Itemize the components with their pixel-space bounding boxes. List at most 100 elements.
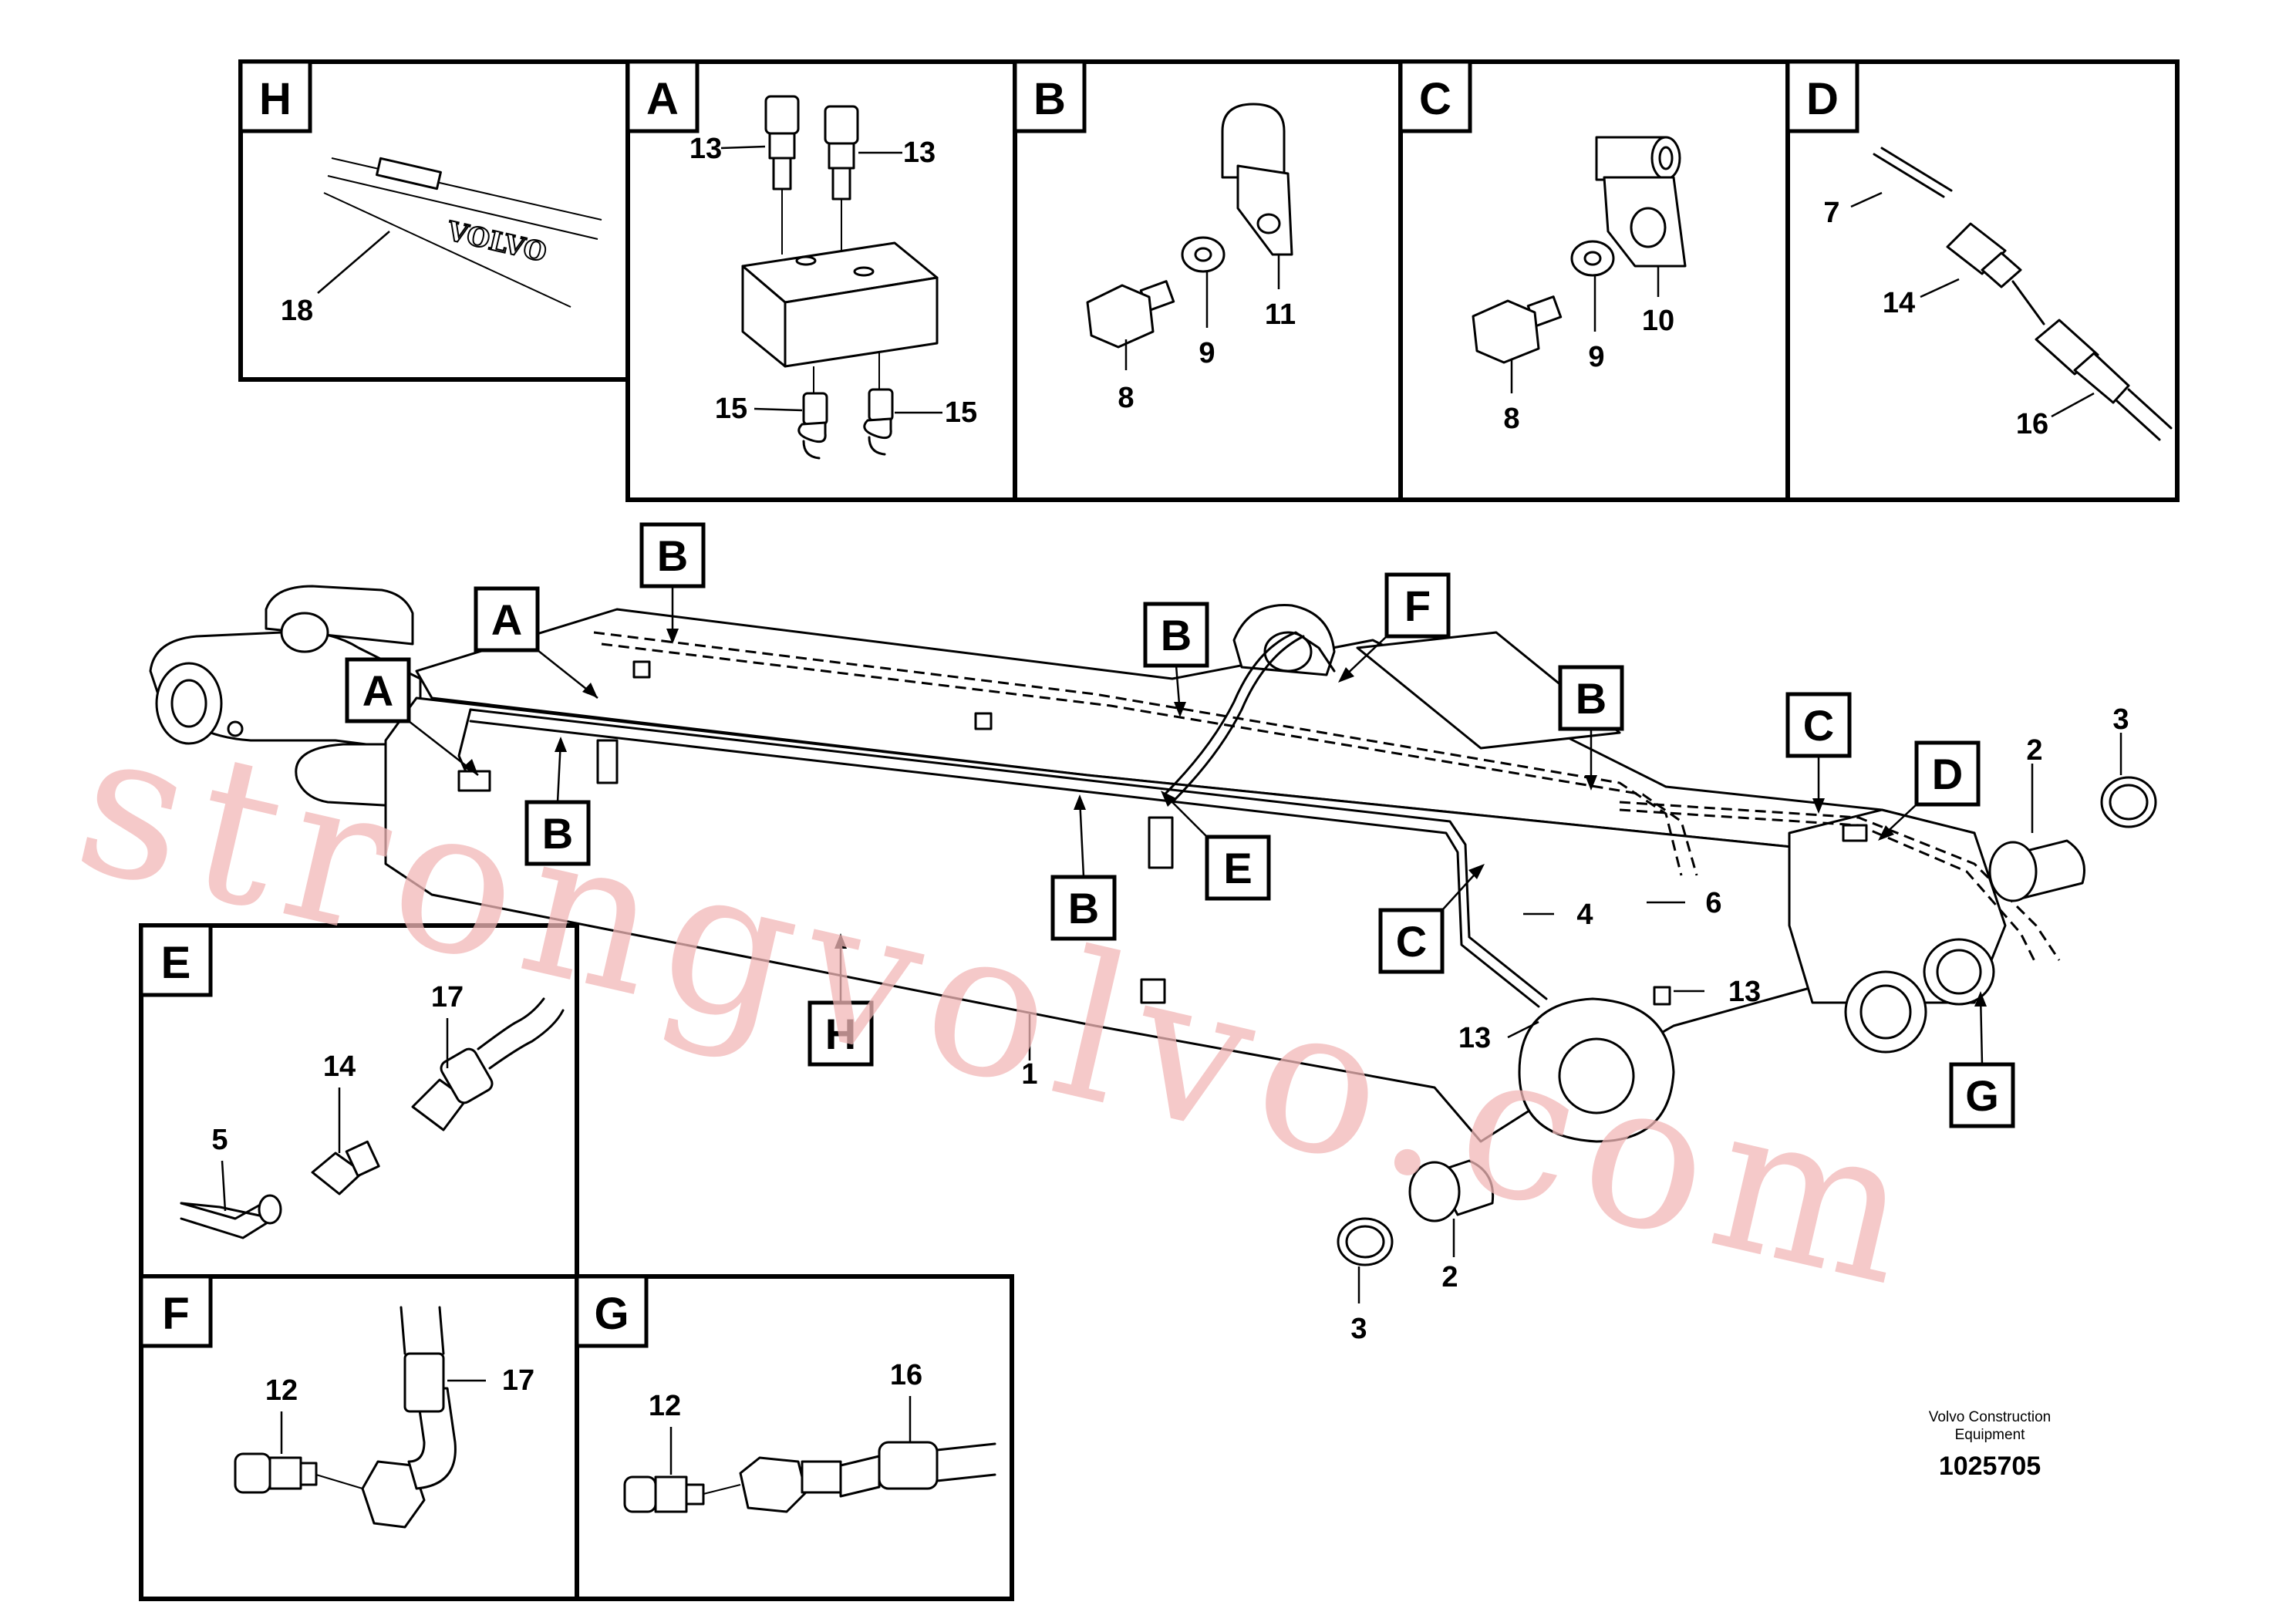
hose-end-16 bbox=[2035, 319, 2130, 404]
part-number-label: 12 bbox=[265, 1374, 298, 1407]
bushing-2-bottom bbox=[1408, 1159, 1495, 1222]
hose-end-16 bbox=[739, 1441, 996, 1513]
part-number-label: 8 bbox=[1503, 403, 1519, 435]
callout-c-right: C bbox=[1785, 692, 1852, 814]
part-number-label: 11 bbox=[1265, 298, 1296, 331]
detail-d-letter: D bbox=[1806, 74, 1839, 124]
detail-f-letter: F bbox=[162, 1289, 189, 1339]
svg-text:G: G bbox=[1965, 1071, 1999, 1120]
callout-e: E bbox=[1161, 791, 1271, 901]
svg-text:F: F bbox=[1404, 582, 1431, 630]
part-number-label: 5 bbox=[211, 1124, 228, 1156]
detail-view-b: B 8 9 11 bbox=[1013, 59, 1403, 502]
svg-text:C: C bbox=[1396, 917, 1427, 966]
document-number: 1025705 bbox=[1939, 1452, 2041, 1481]
callout-g: G bbox=[1949, 991, 2015, 1128]
callout-a-left: A bbox=[345, 657, 479, 776]
detail-view-g: G 12 16 bbox=[575, 1274, 1014, 1601]
svg-text:C: C bbox=[1803, 701, 1834, 750]
callout-b-left: B bbox=[524, 737, 591, 866]
detail-e-letter: E bbox=[161, 938, 191, 988]
part-number-label: 16 bbox=[890, 1359, 922, 1391]
detail-b-letter: B bbox=[1033, 74, 1066, 124]
fitting-13-left bbox=[764, 95, 800, 191]
svg-text:B: B bbox=[542, 809, 573, 858]
part-number-label: 6 bbox=[1705, 887, 1721, 919]
callout-f: F bbox=[1338, 572, 1451, 683]
publisher-line-1: Volvo Construction bbox=[1929, 1409, 2051, 1425]
detail-view-c: C 8 9 10 bbox=[1398, 59, 1790, 502]
svg-text:B: B bbox=[657, 531, 688, 580]
part-number-label: 3 bbox=[2112, 703, 2129, 736]
callout-b-right: B bbox=[1558, 665, 1624, 791]
part-number-label: 4 bbox=[1576, 899, 1593, 931]
callout-h: H bbox=[807, 933, 874, 1067]
svg-text:B: B bbox=[1161, 611, 1192, 659]
detail-view-a: A bbox=[625, 59, 1017, 502]
svg-text:E: E bbox=[1223, 844, 1252, 892]
callout-b-middle: B bbox=[1050, 794, 1117, 941]
fitting-15-right bbox=[863, 388, 894, 456]
callout-tags: A A B B B B bbox=[345, 522, 2015, 1128]
callout-c-middle: C bbox=[1378, 864, 1485, 974]
detail-view-d: D 7 14 16 bbox=[1785, 59, 2180, 502]
svg-text:H: H bbox=[825, 1010, 856, 1058]
svg-text:A: A bbox=[362, 666, 393, 715]
part-number-label: 18 bbox=[281, 295, 313, 327]
fitting-12 bbox=[234, 1452, 318, 1494]
boom-assembly bbox=[149, 585, 2061, 1143]
main-part-labels: 1 2 2 3 3 4 6 13 13 bbox=[1021, 703, 2129, 1345]
part-number-label: 2 bbox=[1441, 1261, 1458, 1293]
detail-g-letter: G bbox=[594, 1289, 629, 1339]
part-number-label: 3 bbox=[1350, 1313, 1367, 1345]
part-number-label: 13 bbox=[1728, 976, 1761, 1008]
elbow-hose-17 bbox=[361, 1306, 457, 1529]
part-number-label: 10 bbox=[1642, 305, 1674, 337]
part-number-label: 8 bbox=[1118, 382, 1134, 414]
clamp-10 bbox=[1595, 136, 1687, 268]
bolt-8 bbox=[1086, 280, 1175, 349]
fitting-14 bbox=[1946, 222, 2022, 288]
part-number-label: 15 bbox=[945, 396, 977, 429]
part-number-label: 14 bbox=[323, 1050, 356, 1083]
washer-9 bbox=[1570, 240, 1615, 277]
svg-text:B: B bbox=[1068, 884, 1099, 932]
part-number-label: 12 bbox=[649, 1390, 681, 1422]
detail-c-letter: C bbox=[1419, 74, 1451, 124]
part-number-label: 13 bbox=[689, 133, 722, 165]
terminal-block bbox=[741, 241, 939, 368]
fitting-14 bbox=[311, 1140, 380, 1195]
part-number-label: 2 bbox=[2026, 734, 2042, 767]
svg-text:A: A bbox=[491, 595, 522, 644]
part-number-label: 7 bbox=[1823, 197, 1839, 229]
part-number-label: 17 bbox=[431, 981, 464, 1013]
part-number-label: 13 bbox=[903, 137, 936, 169]
part-number-label: 9 bbox=[1199, 337, 1215, 369]
part-number-label: 17 bbox=[502, 1364, 534, 1397]
callout-d: D bbox=[1878, 740, 1981, 841]
callout-a-upper: A bbox=[474, 586, 598, 699]
detail-view-e: E 5 14 17 bbox=[139, 923, 579, 1279]
callout-b-top: B bbox=[639, 522, 706, 644]
detail-h-letter: H bbox=[259, 74, 292, 124]
fitting-13-right bbox=[824, 105, 859, 201]
part-number-label: 15 bbox=[715, 393, 747, 425]
detail-a-letter: A bbox=[646, 74, 679, 124]
detail-view-f: F 12 17 bbox=[139, 1274, 579, 1601]
publisher-line-2: Equipment bbox=[1955, 1427, 2026, 1443]
footer: Volvo Construction Equipment 1025705 bbox=[1929, 1409, 2051, 1481]
washer-9 bbox=[1181, 236, 1226, 273]
part-number-label: 14 bbox=[1883, 287, 1915, 319]
hose-17 bbox=[411, 997, 565, 1131]
part-number-label: 9 bbox=[1588, 341, 1604, 373]
fitting-12 bbox=[623, 1475, 705, 1513]
part-number-label: 16 bbox=[2016, 408, 2048, 440]
part-number-label: 13 bbox=[1458, 1022, 1491, 1054]
svg-text:B: B bbox=[1576, 674, 1607, 723]
bushing-2-right bbox=[1988, 839, 2085, 902]
svg-text:D: D bbox=[1932, 750, 1963, 798]
fitting-15-left bbox=[797, 392, 828, 460]
part-number-label: 1 bbox=[1021, 1058, 1037, 1091]
clamp-11 bbox=[1221, 103, 1293, 256]
